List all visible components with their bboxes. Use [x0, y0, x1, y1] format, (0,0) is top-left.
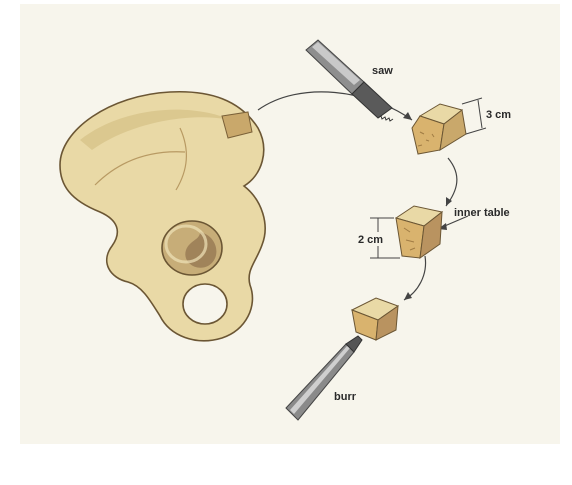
label-3cm: 3 cm [486, 109, 511, 121]
label-inner-table: inner table [454, 207, 510, 219]
paper-background [20, 4, 560, 444]
label-burr: burr [334, 391, 357, 403]
label-2cm: 2 cm [358, 234, 383, 246]
label-saw: saw [372, 65, 393, 77]
obturator-foramen [183, 284, 227, 324]
